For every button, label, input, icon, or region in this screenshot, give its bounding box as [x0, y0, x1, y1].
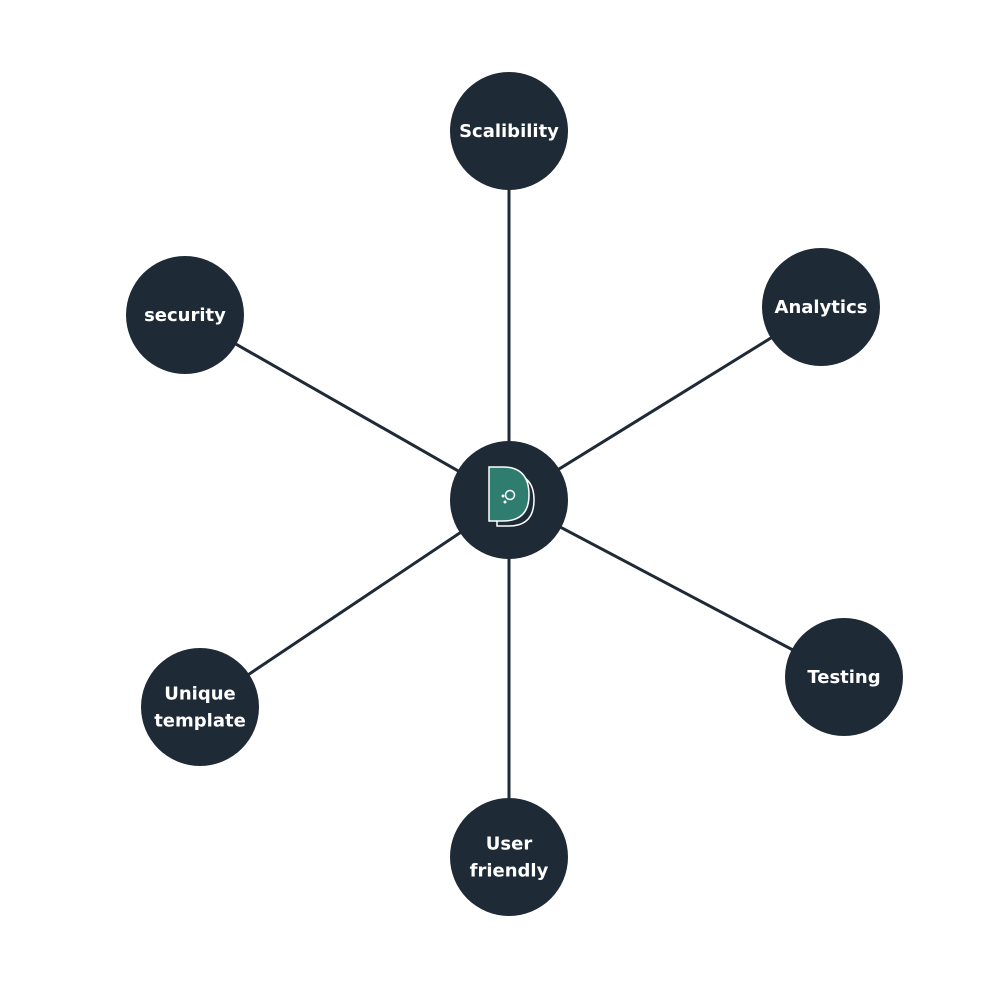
node-label-user-friendly-line-2: friendly [470, 861, 549, 882]
spoke-unique-template [199, 498, 510, 709]
node-circle-analytics [762, 248, 880, 366]
node-label-security: security [144, 305, 226, 326]
node-circle-testing [785, 618, 903, 736]
node-circle-scalibility [450, 72, 568, 190]
center-hub [450, 441, 568, 559]
node-circle-unique-template [141, 648, 259, 766]
spoke-security [184, 313, 510, 502]
outer-nodes: ScalibilityAnalyticsTestingUserfriendlyU… [126, 72, 903, 916]
node-testing: Testing [785, 618, 903, 736]
d-letter-logo-icon [488, 466, 535, 527]
node-scalibility: Scalibility [450, 72, 568, 190]
node-label-user-friendly-line-1: User [486, 834, 533, 855]
spoke-lines [184, 131, 845, 857]
node-analytics: Analytics [762, 248, 880, 366]
spoke-analytics [508, 305, 822, 502]
node-circle-user-friendly [450, 798, 568, 916]
spoke-testing [508, 498, 845, 679]
node-user-friendly: User friendly [450, 798, 568, 916]
node-security: security [126, 256, 244, 374]
node-label-analytics: Analytics [775, 297, 868, 318]
node-label-unique-template-line-2: template [154, 711, 246, 732]
node-label-scalibility: Scalibility [459, 121, 559, 142]
node-unique-template: Unique template [141, 648, 259, 766]
node-circle-security [126, 256, 244, 374]
node-label-testing: Testing [807, 667, 880, 688]
node-label-unique-template-line-1: Unique [164, 684, 236, 705]
